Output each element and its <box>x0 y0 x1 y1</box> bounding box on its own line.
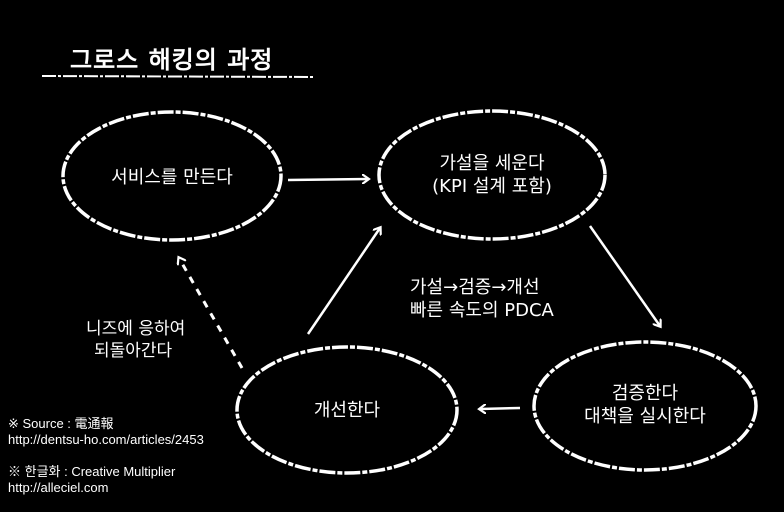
source-line: ※ Source : 電通報 <box>8 416 114 431</box>
arrow-improve-to-hypothesis <box>306 228 380 335</box>
side-note: 니즈에 응하여 되돌아간다 <box>86 318 185 362</box>
source-url: http://dentsu-ho.com/articles/2453 <box>8 432 204 447</box>
node-hypothesis-label: 가설을 세운다 (KPI 설계 포함) <box>392 152 592 198</box>
node-improve-label: 개선한다 <box>313 400 381 421</box>
node-hypothesis-line2: (KPI 설계 포함) <box>432 176 552 197</box>
node-verify-label: 검증한다 대책을 실시한다 <box>545 382 745 428</box>
translation-credit: ※ 한글화 : Creative Multiplier http://allec… <box>8 464 175 496</box>
side-note-line1: 니즈에 응하여 <box>86 319 186 339</box>
node-improve-ellipse <box>235 345 459 475</box>
center-note-line2: 빠른 속도의 PDCA <box>410 300 554 321</box>
node-build-ellipse <box>61 110 283 242</box>
node-verify-line2: 대책을 실시한다 <box>584 406 706 427</box>
node-verify-ellipse <box>532 340 758 472</box>
translation-url: http://alleciel.com <box>8 480 109 495</box>
title-underline <box>41 75 315 78</box>
node-verify-line1: 검증한다 <box>611 383 679 404</box>
side-note-line2: 되돌아간다 <box>94 341 173 361</box>
node-hypothesis-ellipse <box>377 109 607 241</box>
arrow-build-to-hypothesis <box>287 179 368 180</box>
node-build-label: 서비스를 만든다 <box>111 167 233 188</box>
source-credit: ※ Source : 電通報 http://dentsu-ho.com/arti… <box>8 416 204 448</box>
center-note: 가설→검증→개선 빠른 속도의 PDCA <box>410 276 554 322</box>
arrow-hypothesis-to-verify <box>588 225 660 326</box>
translation-line: ※ 한글화 : Creative Multiplier <box>8 464 176 479</box>
arrow-return-to-build <box>179 258 244 369</box>
page-title: 그로스 해킹의 과정 <box>70 46 274 74</box>
arrow-verify-to-improve <box>480 408 521 409</box>
center-note-line1: 가설→검증→개선 <box>410 277 540 298</box>
node-hypothesis-line1: 가설을 세운다 <box>439 153 545 174</box>
